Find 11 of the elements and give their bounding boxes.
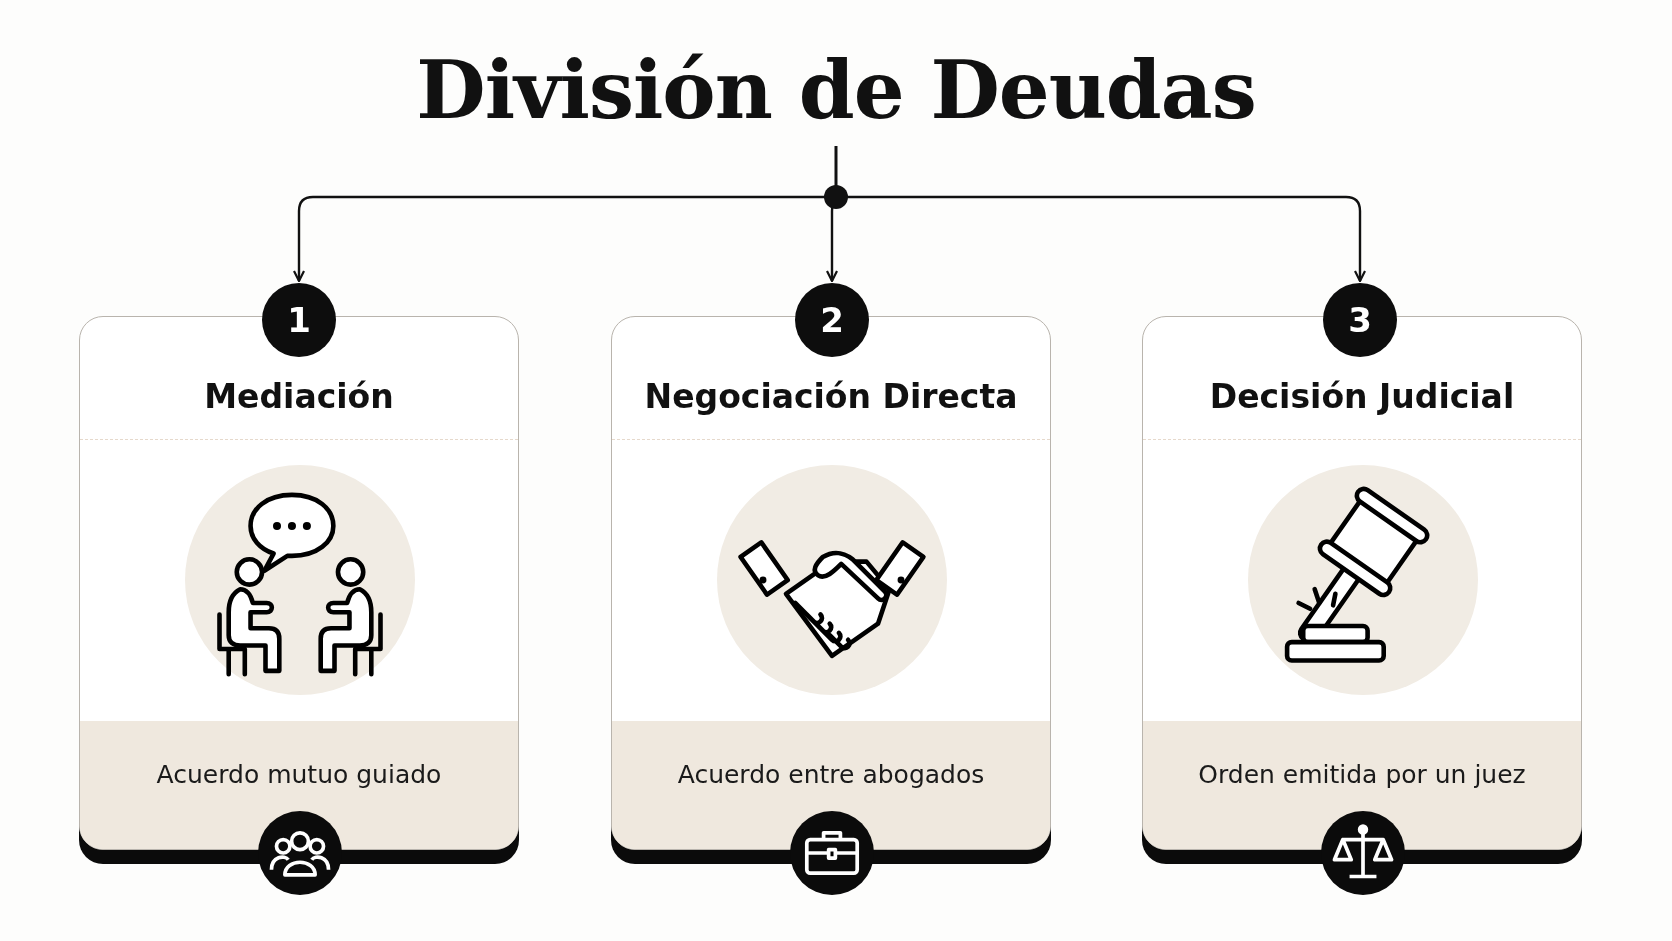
card-description: Acuerdo entre abogados	[676, 759, 986, 791]
connector-arrow	[834, 146, 1367, 283]
card-description: Acuerdo mutuo guiado	[155, 759, 443, 791]
title-heading: División de Deudas	[336, 40, 1336, 140]
step-number: 3	[1323, 283, 1397, 357]
card-heading: Mediación	[203, 376, 395, 418]
step-number: 1	[262, 283, 336, 357]
card-heading: Negociación Directa	[643, 376, 1019, 418]
card-description: Orden emitida por un juez	[1197, 759, 1527, 791]
card-heading: Decisión Judicial	[1208, 376, 1516, 418]
step-number: 2	[795, 283, 869, 357]
